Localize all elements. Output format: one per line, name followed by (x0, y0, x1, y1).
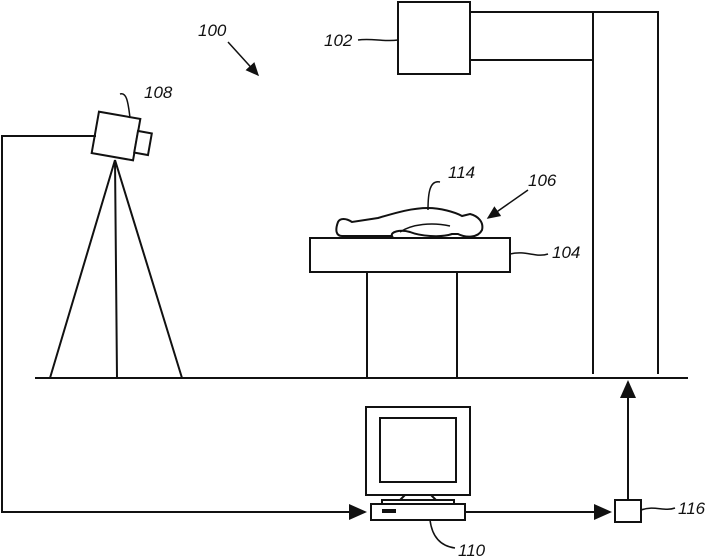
leader-102 (358, 39, 398, 40)
leader-104 (510, 253, 548, 255)
label-104: 104 (552, 243, 580, 262)
table-pedestal (367, 272, 457, 378)
camera-to-computer-wire (2, 136, 365, 512)
controller-116 (615, 500, 641, 522)
label-106: 106 (528, 171, 557, 190)
camera-lens (134, 131, 152, 155)
radiation-source-102 (398, 2, 470, 74)
leader-106 (488, 190, 528, 218)
leader-116 (641, 508, 675, 510)
label-108: 108 (144, 83, 173, 102)
label-116: 116 (678, 499, 705, 518)
label-102: 102 (324, 31, 353, 50)
computer-drive-slot (382, 509, 396, 513)
label-110: 110 (458, 541, 486, 560)
tripod (50, 160, 182, 378)
camera-108 (92, 112, 141, 161)
leader-100 (228, 42, 258, 75)
patient-106 (336, 208, 482, 237)
label-114: 114 (448, 163, 475, 182)
leader-114 (428, 182, 440, 210)
leader-110 (430, 520, 455, 548)
monitor-screen (380, 418, 456, 482)
gantry-arm-outer (470, 12, 658, 374)
leader-108 (120, 94, 130, 118)
treatment-table-104 (310, 238, 510, 272)
label-100: 100 (198, 21, 227, 40)
